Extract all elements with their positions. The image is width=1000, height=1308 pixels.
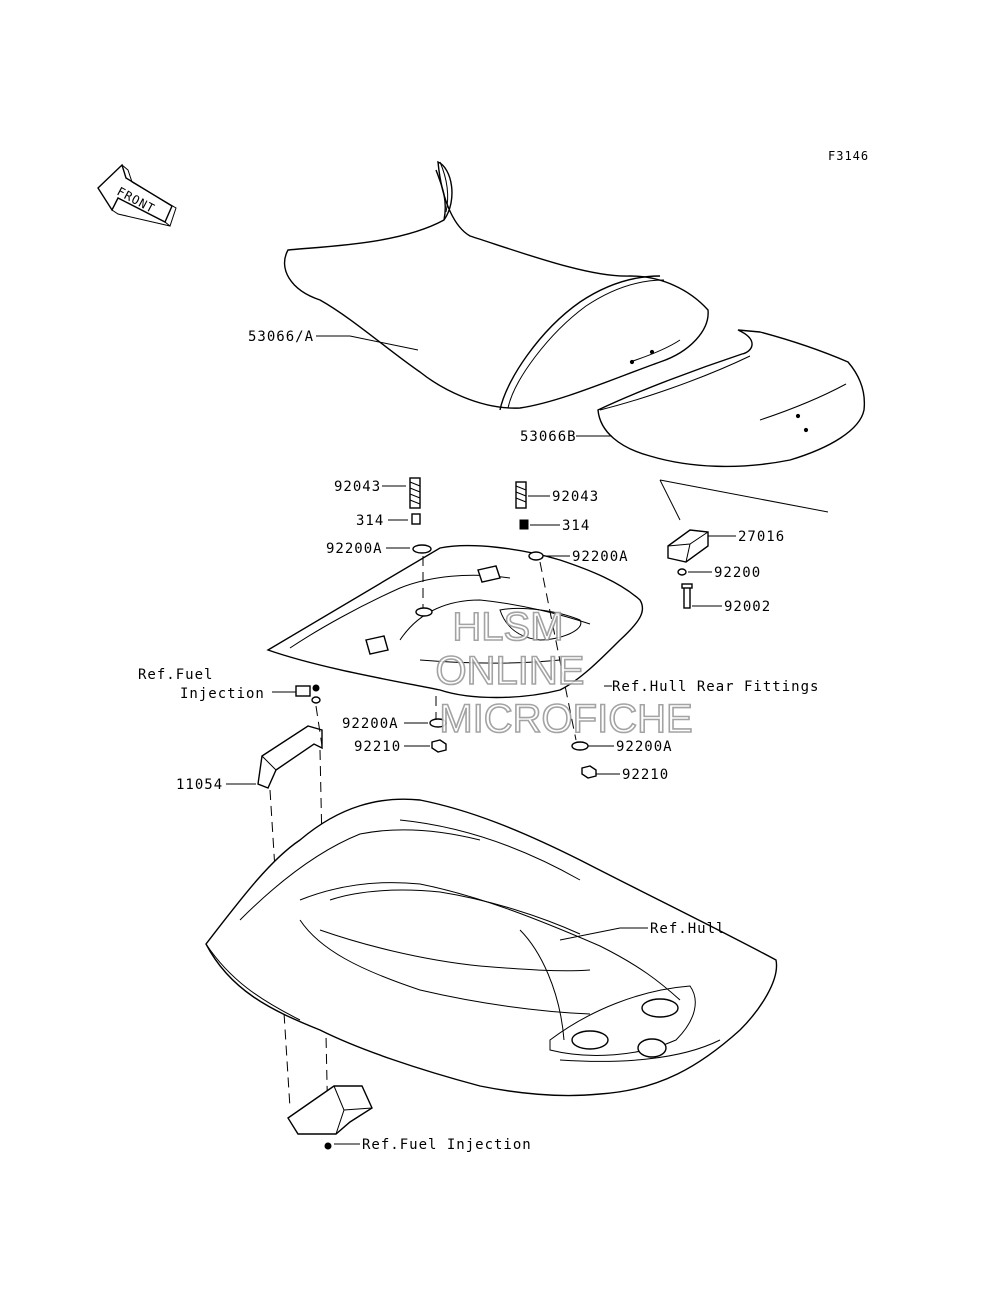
label-spacer-left: 314 [356,513,384,529]
label-washer-stopper: 92200 [714,565,761,581]
label-bolt-stopper: 92002 [724,599,771,615]
svg-text:HLSM: HLSM [452,605,563,649]
watermark: HLSM ONLINE MICROFICHE [435,604,694,742]
spacer-right [519,519,529,530]
washer-right-bottom [571,741,589,751]
washer-right-top [528,551,544,561]
label-nut-right: 92210 [622,767,669,783]
fuel-injection-fitting-top [295,685,311,697]
bolt-right [515,481,527,509]
seat-base [266,544,644,699]
label-seat-front: 53066/A [248,329,314,345]
bracket [257,725,323,789]
washer-left-top [412,544,432,554]
label-washer-right-bottom: 92200A [616,739,673,755]
label-bolt-left: 92043 [334,479,381,495]
fuel-injection-mount-bottom [287,1085,373,1150]
label-bracket: 11054 [176,777,223,793]
label-seat-rear: 53066B [520,429,577,445]
washer-left-bottom [429,718,447,728]
label-bolt-right: 92043 [552,489,599,505]
washer-stopper [677,568,687,576]
spacer-left [411,513,421,525]
label-washer-left-bottom: 92200A [342,716,399,732]
stopper [667,529,709,563]
nut-left [431,739,447,753]
diagram-code: F3146 [828,149,869,163]
svg-text:ONLINE: ONLINE [436,649,585,693]
label-ref-fuel-injection-top-2: Injection [180,686,265,702]
bolt-left [409,477,421,509]
rear-seat [597,329,866,468]
label-ref-hull-rear-fittings: Ref.Hull Rear Fittings [612,679,819,695]
label-stopper: 27016 [738,529,785,545]
svg-text:MICROFICHE: MICROFICHE [439,697,692,741]
front-seat [283,160,709,411]
hull [205,798,778,1097]
label-ref-fuel-injection-top-1: Ref.Fuel [138,667,213,683]
label-ref-hull: Ref.Hull [650,921,725,937]
nut-right [581,765,597,779]
label-washer-right-top: 92200A [572,549,629,565]
label-spacer-right: 314 [562,518,590,534]
label-ref-fuel-injection-bottom: Ref.Fuel Injection [362,1137,532,1153]
front-arrow-icon: FRONT [97,163,177,227]
label-washer-left-top: 92200A [326,541,383,557]
label-nut-left: 92210 [354,739,401,755]
bolt-stopper [681,583,693,609]
